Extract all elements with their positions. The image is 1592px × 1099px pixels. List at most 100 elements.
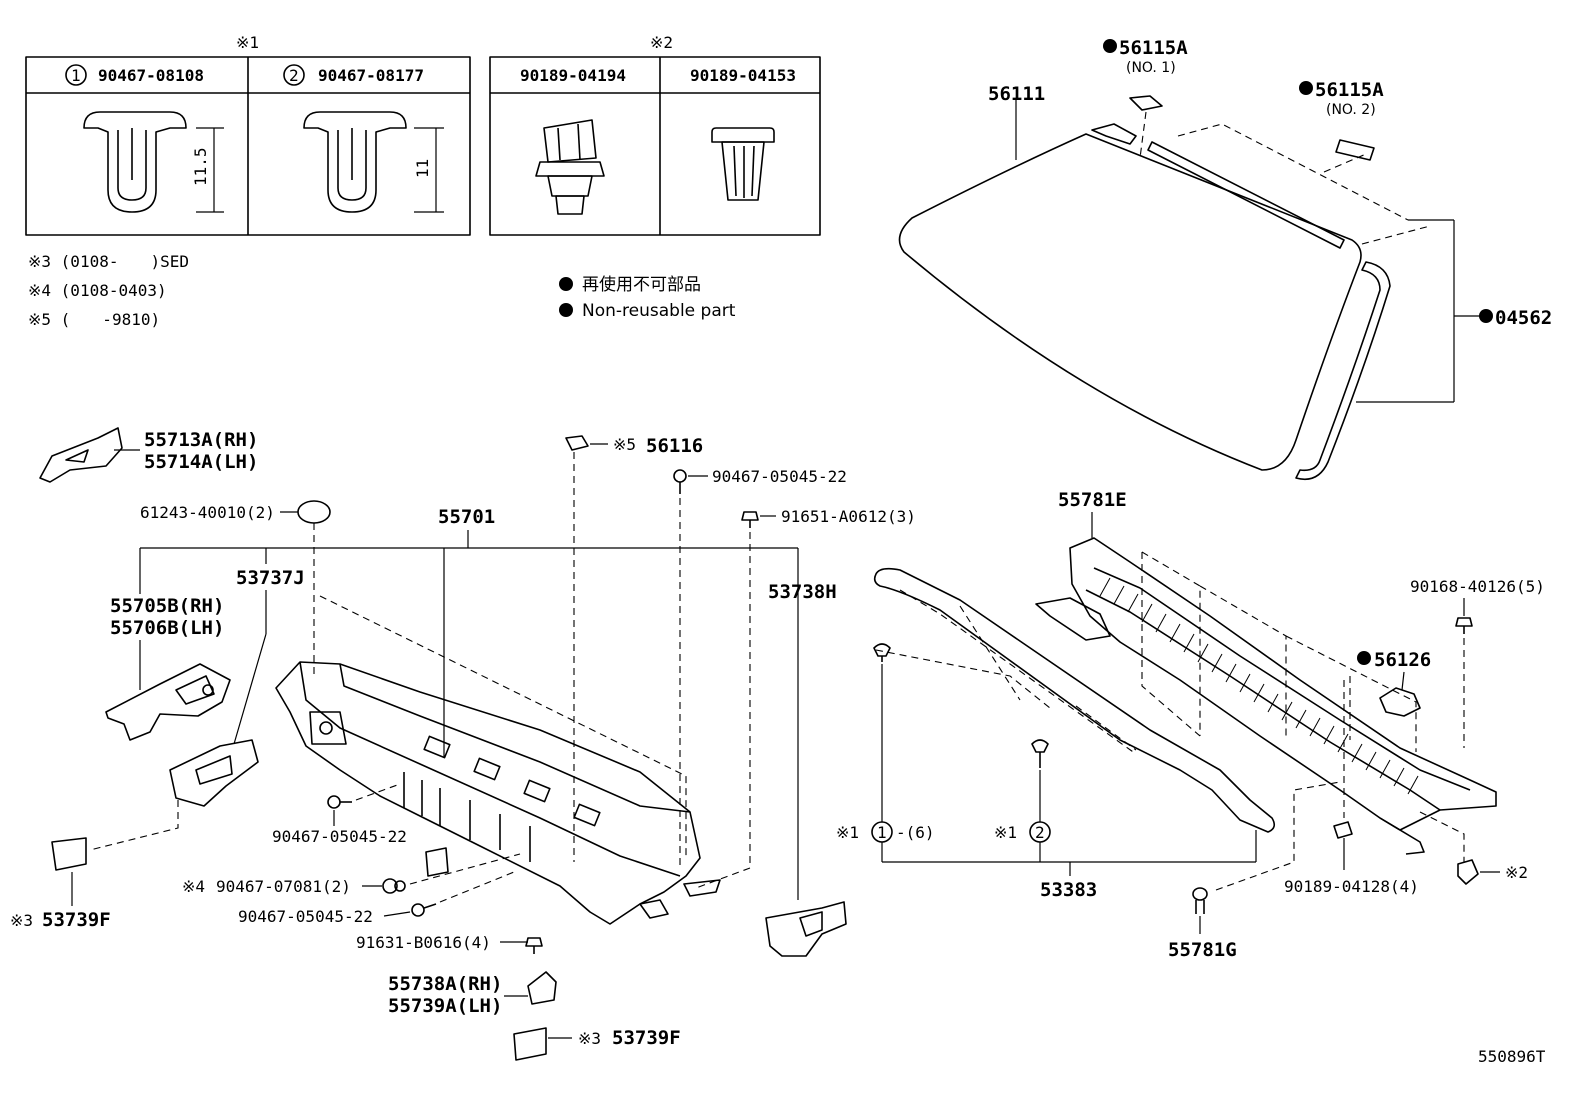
label-55705b: 55705B(RH) bbox=[110, 595, 224, 617]
table1-note-ref: ※1 bbox=[236, 33, 259, 52]
clip-90467-08108-drawing: 11.5 bbox=[83, 111, 224, 213]
clip-90168-40126: 90168-40126(5) bbox=[1410, 577, 1545, 748]
label-90467-05045-mid: 90467-05045-22 bbox=[272, 827, 407, 846]
clip-ref2-right: ※2 bbox=[1419, 811, 1528, 885]
clip-90467-07081: ※4 90467-07081(2) bbox=[182, 853, 521, 896]
label-04562: 04562 bbox=[1495, 307, 1552, 329]
label-56126: 56126 bbox=[1374, 649, 1431, 671]
bracket-53737j bbox=[169, 590, 267, 807]
label-53383-c2-ref: ※1 bbox=[994, 823, 1017, 842]
label-53739f-bottom-ref: ※3 bbox=[578, 1029, 601, 1048]
bolt-91631: 91631-B0616(4) bbox=[356, 933, 543, 954]
label-55706b: 55706B(LH) bbox=[110, 617, 224, 639]
screw-90467-05045-low: 90467-05045-22 bbox=[238, 871, 515, 926]
table2-col1-part: 90189-04194 bbox=[520, 66, 626, 85]
table1-col2-number: 2 bbox=[289, 66, 299, 85]
label-55781e: 55781E bbox=[1058, 489, 1127, 511]
label-56111: 56111 bbox=[988, 83, 1045, 105]
non-reusable-dot-icon bbox=[1357, 651, 1371, 665]
screw-90467-05045-top: 90467-05045-22 bbox=[673, 467, 847, 868]
spacer-56115a-no2: 56115A (NO. 2) bbox=[1299, 79, 1384, 161]
label-53739f-left: 53739F bbox=[42, 909, 111, 931]
label-56116-ref: ※5 bbox=[613, 435, 636, 454]
label-53383-c1-num: 1 bbox=[877, 823, 887, 842]
clip1-dimension: 11.5 bbox=[191, 147, 210, 186]
label-61243: 61243-40010(2) bbox=[140, 503, 275, 522]
label-55739a: 55739A(LH) bbox=[388, 995, 502, 1017]
label-53383-c1-qty: -(6) bbox=[896, 823, 935, 842]
circled-number-2-icon bbox=[1029, 821, 1051, 843]
label-55714a: 55714A(LH) bbox=[144, 451, 258, 473]
circled-number-2-icon bbox=[283, 64, 305, 86]
bracket-55701: 55701 bbox=[139, 506, 799, 900]
reinforcement-55713a: 55713A(RH) 55714A(LH) bbox=[39, 427, 258, 483]
label-53383-c2-num: 2 bbox=[1035, 823, 1045, 842]
bolt-91651: 91651-A0612(3) bbox=[695, 507, 916, 889]
label-90189-04128: 90189-04128(4) bbox=[1284, 877, 1419, 896]
clip-table-2: 90189-04194 90189-04153 bbox=[489, 56, 821, 236]
note-s3: ※3 (0108- )SED bbox=[28, 252, 189, 271]
label-55713a: 55713A(RH) bbox=[144, 429, 258, 451]
label-ref2-right: ※2 bbox=[1505, 863, 1528, 882]
stopper-56116: ※5 56116 bbox=[565, 435, 703, 862]
clip-90189-04153-drawing bbox=[711, 127, 775, 201]
label-56115a-no1-sub: (NO. 1) bbox=[1126, 60, 1176, 76]
non-reusable-dot-icon bbox=[1479, 309, 1493, 323]
spacer-56115a-no1: 56115A (NO. 1) bbox=[1103, 37, 1188, 159]
label-90467-05045-top: 90467-05045-22 bbox=[712, 467, 847, 486]
windshield-glass-56111: 56111 bbox=[898, 83, 1362, 471]
label-56115a-no1: 56115A bbox=[1119, 37, 1188, 59]
label-56115a-no2: 56115A bbox=[1315, 79, 1384, 101]
clip-53383-2: ※1 2 bbox=[994, 739, 1051, 843]
non-reusable-dot-icon bbox=[559, 277, 573, 291]
table2-note-ref: ※2 bbox=[650, 33, 673, 52]
label-53737j: 53737J bbox=[236, 567, 305, 589]
plate-small bbox=[425, 847, 449, 877]
label-90467-07081-ref: ※4 bbox=[182, 877, 205, 896]
label-90467-05045-low: 90467-05045-22 bbox=[238, 907, 373, 926]
bracket-53738h bbox=[765, 901, 847, 957]
cowl-louver-55781e: 55781E bbox=[1035, 489, 1497, 855]
label-55701: 55701 bbox=[438, 506, 495, 528]
weatherstrip-53383: 53383 bbox=[873, 567, 1276, 901]
table2-col2-part: 90189-04153 bbox=[690, 66, 796, 85]
label-53383: 53383 bbox=[1040, 879, 1097, 901]
circled-number-1-icon bbox=[65, 64, 87, 86]
bracket-55738a: 55738A(RH) 55739A(LH) bbox=[388, 971, 557, 1017]
non-reusable-dot-icon bbox=[1299, 81, 1313, 95]
table1-col1-part: 90467-08108 bbox=[98, 66, 204, 85]
clip-90467-08177-drawing: 11 bbox=[303, 111, 444, 213]
clip-90189-04194-drawing bbox=[535, 119, 605, 215]
legend: 再使用不可部品 Non-reusable part bbox=[559, 274, 736, 321]
note-s4: ※4 (0108-0403) bbox=[28, 281, 167, 300]
seal-53739f-left: ※3 53739F bbox=[10, 800, 179, 931]
label-53738h: 53738H bbox=[768, 581, 837, 603]
non-reusable-dot-icon bbox=[559, 303, 573, 317]
label-53739f-bottom: 53739F bbox=[612, 1027, 681, 1049]
legend-en: Non-reusable part bbox=[582, 301, 736, 321]
label-91631: 91631-B0616(4) bbox=[356, 933, 491, 952]
moulding-04562: 04562 bbox=[1091, 123, 1552, 481]
label-55738a: 55738A(RH) bbox=[388, 973, 502, 995]
non-reusable-dot-icon bbox=[1103, 39, 1117, 53]
clip2-dimension: 11 bbox=[413, 159, 432, 178]
label-55781g: 55781G bbox=[1168, 939, 1237, 961]
label-53739f-left-ref: ※3 bbox=[10, 911, 33, 930]
label-90467-07081: 90467-07081(2) bbox=[216, 877, 351, 896]
label-91651: 91651-A0612(3) bbox=[781, 507, 916, 526]
label-90168: 90168-40126(5) bbox=[1410, 577, 1545, 596]
clip-table-1: 1 90467-08108 2 90467-08177 11.5 11 bbox=[25, 56, 471, 236]
circled-number-1-icon bbox=[871, 821, 893, 843]
table1-col1-number: 1 bbox=[71, 66, 81, 85]
label-53383-c1-ref: ※1 bbox=[836, 823, 859, 842]
note-s5: ※5 ( -9810) bbox=[28, 310, 160, 329]
bracket-56126: 56126 bbox=[1357, 649, 1431, 717]
diagram-code: 550896T bbox=[1478, 1047, 1546, 1066]
legend-jp: 再使用不可部品 bbox=[582, 274, 701, 295]
clip-55781g: 55781G bbox=[1168, 781, 1341, 961]
seal-53739f-bottom: ※3 53739F bbox=[513, 1027, 681, 1061]
cowl-panel-55701-drawing bbox=[275, 661, 721, 925]
clip-53383-1: ※1 1 -(6) bbox=[836, 643, 935, 843]
brace-55705b: 55705B(RH) 55706B(LH) bbox=[105, 595, 231, 741]
